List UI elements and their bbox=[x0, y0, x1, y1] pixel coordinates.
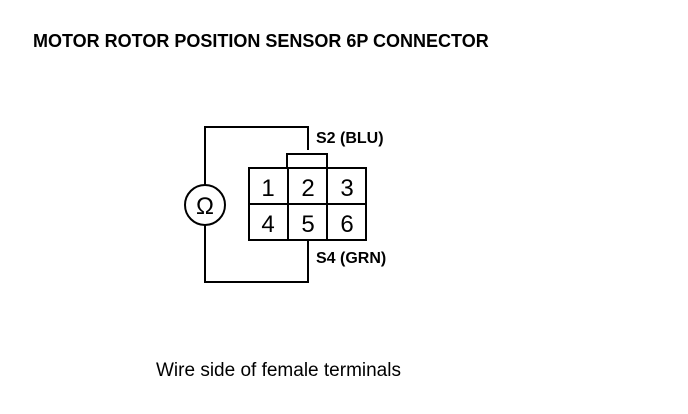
terminal-4: 4 bbox=[261, 211, 274, 238]
diagram-title: MOTOR ROTOR POSITION SENSOR 6P CONNECTOR bbox=[33, 31, 489, 51]
terminal-2: 2 bbox=[301, 175, 314, 202]
lower-probe-label: S4 (GRN) bbox=[316, 250, 387, 267]
terminal-6: 6 bbox=[340, 211, 353, 238]
terminal-5: 5 bbox=[301, 211, 314, 238]
upper-probe-wire bbox=[204, 126, 309, 185]
upper-probe-label: S2 (BLU) bbox=[316, 130, 384, 147]
lower-probe-wire bbox=[204, 225, 309, 283]
ohmmeter-icon: Ω bbox=[184, 184, 226, 226]
connector-lock-tab bbox=[286, 153, 328, 169]
terminal-3: 3 bbox=[340, 175, 353, 202]
terminal-1: 1 bbox=[261, 175, 274, 202]
view-caption: Wire side of female terminals bbox=[156, 360, 401, 381]
ohm-symbol: Ω bbox=[196, 193, 214, 220]
